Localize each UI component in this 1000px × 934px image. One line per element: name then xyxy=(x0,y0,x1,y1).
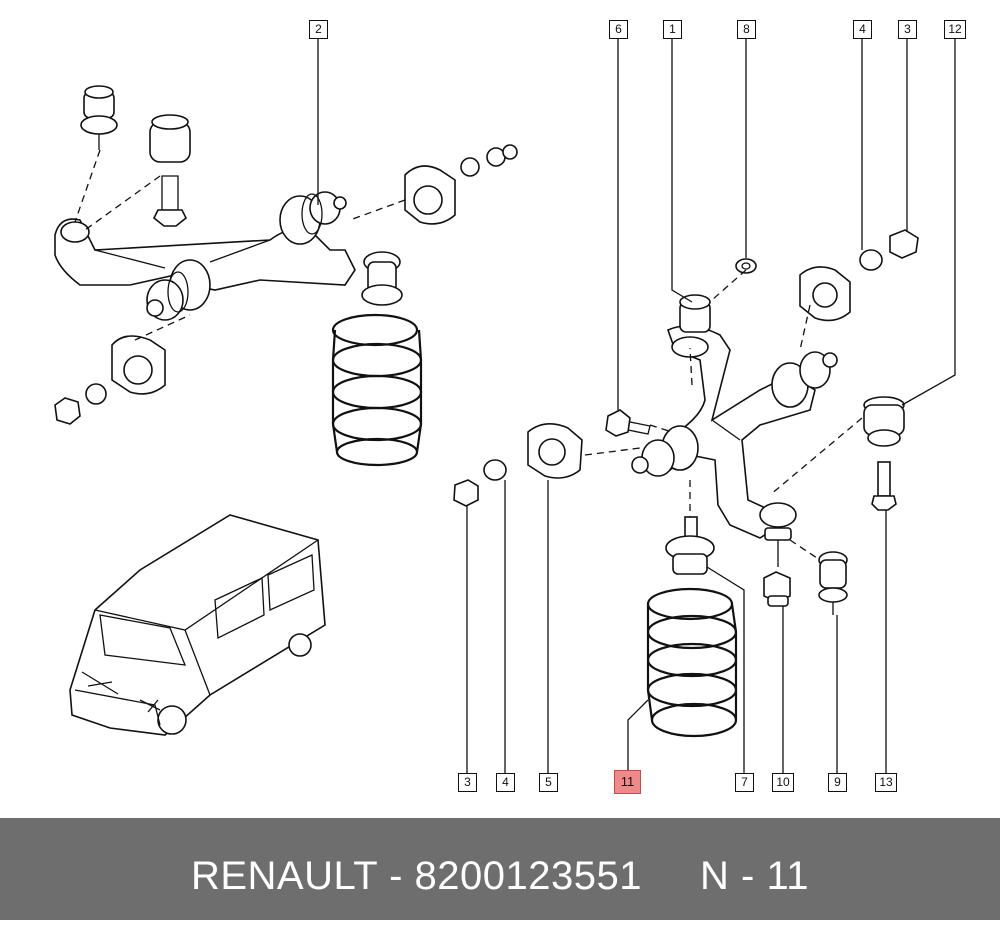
bolt-6 xyxy=(605,409,651,437)
right-arm-bushing-front xyxy=(631,425,699,477)
left-arm-rear-bushing xyxy=(279,191,347,245)
callout-4-bottom: 4 xyxy=(496,773,515,792)
left-upper-ball-joint xyxy=(80,85,118,150)
left-front-bushing-housing xyxy=(54,335,166,425)
left-rear-bushing-housing xyxy=(404,144,518,225)
suspension-exploded-diagram xyxy=(54,36,956,775)
callout-3-top: 3 xyxy=(898,20,917,39)
callout-13: 13 xyxy=(875,773,897,792)
callout-3-bottom: 3 xyxy=(458,773,477,792)
callout-7: 7 xyxy=(735,773,754,792)
part-number-label: RENAULT - 8200123551 N - 11 xyxy=(190,854,810,898)
nut-10 xyxy=(763,571,791,607)
bushing-housing-5 xyxy=(453,423,583,507)
callout-6: 6 xyxy=(609,20,628,39)
right-arm-ball-joint xyxy=(759,502,797,560)
callout-12: 12 xyxy=(944,20,966,39)
callout-1: 1 xyxy=(663,20,682,39)
upper-bump-stop-12 xyxy=(863,396,905,447)
callout-8: 8 xyxy=(737,20,756,39)
bolt-13 xyxy=(871,461,897,511)
callout-11-highlighted: 11 xyxy=(614,770,641,794)
right-coil-spring-11 xyxy=(646,587,738,738)
bushing-housing-top-right xyxy=(799,229,919,322)
left-pivot-bushing xyxy=(149,114,191,227)
ball-joint-7 xyxy=(665,516,715,575)
ball-joint-9 xyxy=(818,551,848,615)
left-arm-ball-joint xyxy=(361,251,403,306)
leader-lines xyxy=(317,36,956,775)
callout-4-top: 4 xyxy=(853,20,872,39)
footer-bar: RENAULT - 8200123551 N - 11 xyxy=(0,818,1000,920)
right-arm-upper-pivot xyxy=(671,294,711,358)
left-coil-spring xyxy=(331,313,423,467)
washer-part-8 xyxy=(735,258,757,274)
callout-9: 9 xyxy=(828,773,847,792)
right-wishbone-arm xyxy=(631,294,838,560)
right-arm-bushing-rear xyxy=(771,351,838,408)
callout-2: 2 xyxy=(309,20,328,39)
callout-10: 10 xyxy=(772,773,794,792)
left-wishbone-arm xyxy=(54,191,403,321)
van-illustration xyxy=(69,514,326,736)
left-arm-front-bushing xyxy=(146,259,211,321)
callout-5: 5 xyxy=(539,773,558,792)
